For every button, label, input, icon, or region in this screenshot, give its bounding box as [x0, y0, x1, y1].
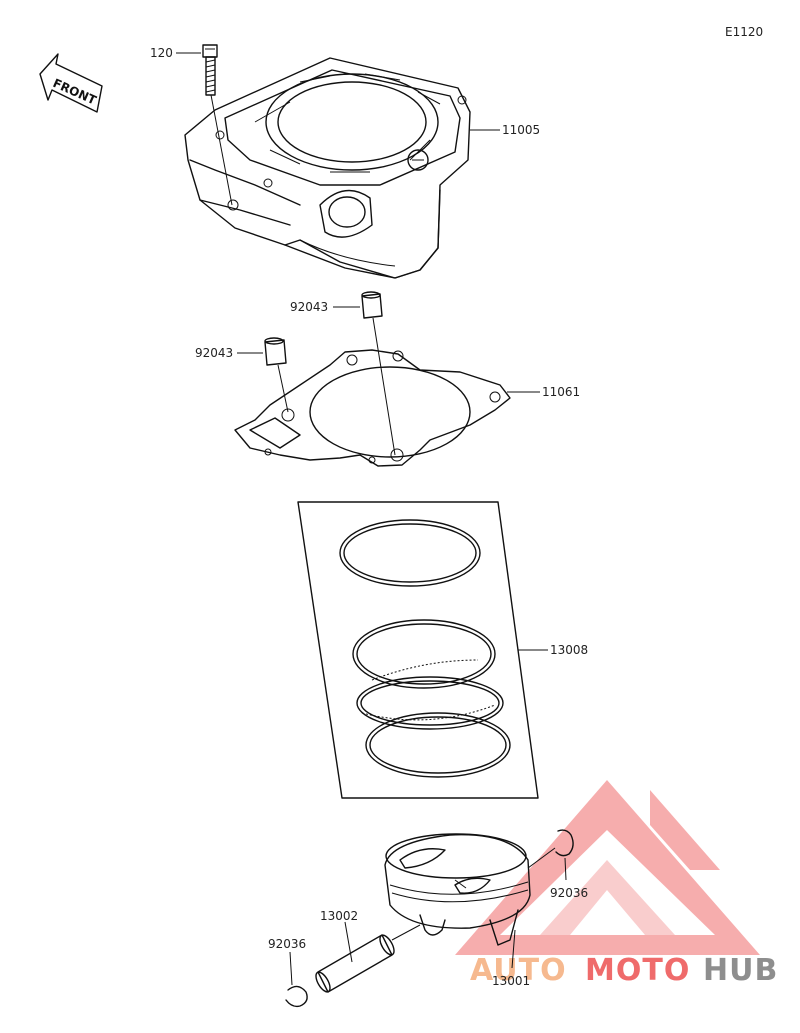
watermark-auto: AUTO: [470, 953, 567, 988]
cylinder-part: [184, 57, 471, 279]
second-ring: [352, 619, 496, 689]
label-92036-left: 92036: [268, 937, 306, 951]
label-11061: 11061: [542, 385, 580, 399]
piston-part: [384, 833, 531, 946]
label-92043-lower: 92043: [195, 346, 233, 360]
dowel-pin-lower: [264, 337, 289, 413]
watermark-hub: HUB: [703, 953, 778, 988]
circlip-left: [285, 951, 308, 1008]
watermark-moto: MOTO: [585, 953, 690, 988]
front-arrow-icon: FRONT: [39, 53, 103, 113]
oil-ring: [356, 676, 511, 778]
diagram-code: E1120: [725, 25, 763, 39]
gasket-part: [234, 349, 511, 467]
piston-pin-part: [315, 921, 421, 993]
label-11005: 11005: [502, 123, 540, 137]
piston-ring-set-part: [297, 501, 539, 799]
circlip-right: [555, 829, 574, 881]
top-ring: [339, 519, 481, 587]
label-13008: 13008: [550, 643, 588, 657]
label-13002: 13002: [320, 909, 358, 923]
label-92043-upper: 92043: [290, 300, 328, 314]
label-92036-right: 92036: [550, 886, 588, 900]
watermark-triangle-icon: [455, 780, 760, 955]
bolt-part: [202, 44, 233, 206]
dowel-pin-upper: [361, 291, 396, 456]
label-13001: 13001: [492, 974, 530, 988]
label-120: 120: [150, 46, 173, 60]
watermark-logo: AUTO MOTO HUB: [455, 780, 778, 988]
